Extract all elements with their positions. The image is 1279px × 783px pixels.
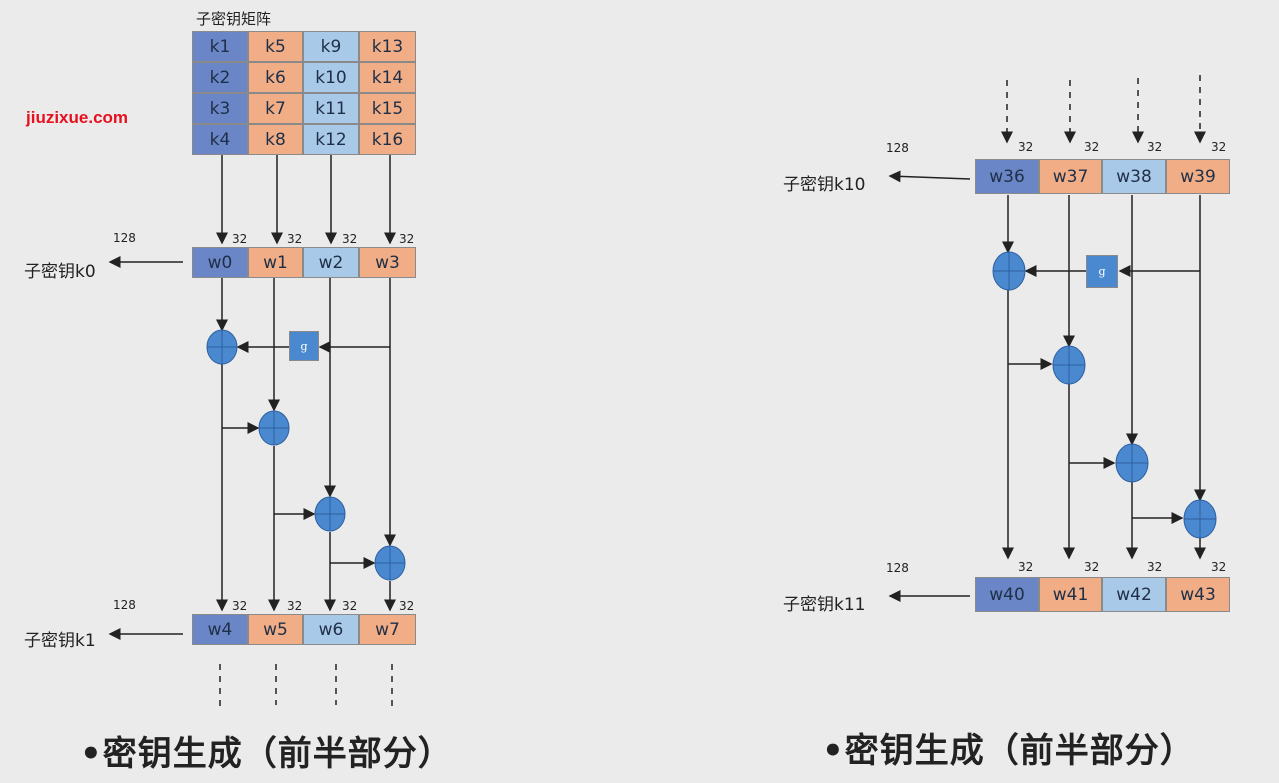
xor-icon <box>314 496 346 532</box>
xor-nodes-left <box>206 329 406 581</box>
word-cell: w4 <box>192 614 248 645</box>
word-cell: w7 <box>359 614 416 645</box>
word-cell: w43 <box>1166 577 1230 612</box>
xor-icon <box>1183 499 1217 539</box>
matrix-cell: k10 <box>303 62 359 93</box>
xor-icon <box>258 410 290 446</box>
width-label: 128 <box>113 598 136 612</box>
g-function-box: g <box>1086 255 1118 288</box>
matrix-cell: k13 <box>359 31 416 62</box>
matrix-cell: k3 <box>192 93 248 124</box>
width-label: 128 <box>113 231 136 245</box>
bit-label: 32 <box>399 232 415 246</box>
caption-left: •密钥生成（前半部分） <box>80 734 453 774</box>
matrix-cell: k8 <box>248 124 303 155</box>
width-label: 128 <box>886 141 909 155</box>
subkey-label-k1: 子密钥k1 <box>24 631 96 651</box>
word-cell: w38 <box>1102 159 1166 194</box>
word-cell: w37 <box>1039 159 1102 194</box>
subkey-label-k11: 子密钥k11 <box>783 595 866 615</box>
word-cell: w2 <box>303 247 359 278</box>
bit-label: 32 <box>232 599 248 613</box>
caption-right: •密钥生成（前半部分） <box>822 731 1195 771</box>
matrix-cell: k1 <box>192 31 248 62</box>
subkey-label-k10: 子密钥k10 <box>783 175 866 195</box>
bit-label: 32 <box>1018 140 1034 154</box>
bit-label: 32 <box>342 232 358 246</box>
xor-nodes-right <box>992 251 1217 539</box>
bit-label: 32 <box>1147 140 1163 154</box>
matrix-cell: k11 <box>303 93 359 124</box>
bit-label: 32 <box>342 599 358 613</box>
word-cell: w3 <box>359 247 416 278</box>
matrix-cell: k4 <box>192 124 248 155</box>
matrix-cell: k15 <box>359 93 416 124</box>
bit-label: 32 <box>232 232 248 246</box>
word-cell: w42 <box>1102 577 1166 612</box>
word-cell: w40 <box>975 577 1039 612</box>
word-cell: w6 <box>303 614 359 645</box>
watermark-text: jiuzixue.com <box>26 108 129 127</box>
word-cell: w0 <box>192 247 248 278</box>
word-cell: w39 <box>1166 159 1230 194</box>
bit-label: 32 <box>287 599 303 613</box>
g-function-box: g <box>289 331 319 361</box>
bit-label: 32 <box>1084 140 1100 154</box>
matrix-cell: k16 <box>359 124 416 155</box>
bit-label: 32 <box>1211 140 1227 154</box>
word-cell: w5 <box>248 614 303 645</box>
subkey-label-k0: 子密钥k0 <box>24 262 96 282</box>
matrix-cell: k6 <box>248 62 303 93</box>
xor-icon <box>374 545 406 581</box>
bit-label: 32 <box>1018 560 1034 574</box>
xor-icon <box>1052 345 1086 385</box>
bit-label: 32 <box>287 232 303 246</box>
matrix-cell: k2 <box>192 62 248 93</box>
matrix-cell: k14 <box>359 62 416 93</box>
width-label: 128 <box>886 561 909 575</box>
bit-label: 32 <box>1211 560 1227 574</box>
word-cell: w1 <box>248 247 303 278</box>
word-cell: w41 <box>1039 577 1102 612</box>
xor-icon <box>1115 443 1149 483</box>
xor-icon <box>206 329 238 365</box>
bit-label: 32 <box>1084 560 1100 574</box>
matrix-title: 子密钥矩阵 <box>196 10 272 28</box>
matrix-cell: k7 <box>248 93 303 124</box>
bit-label: 32 <box>1147 560 1163 574</box>
word-cell: w36 <box>975 159 1039 194</box>
xor-icon <box>992 251 1026 291</box>
bit-label: 32 <box>399 599 415 613</box>
matrix-cell: k5 <box>248 31 303 62</box>
matrix-cell: k12 <box>303 124 359 155</box>
matrix-cell: k9 <box>303 31 359 62</box>
